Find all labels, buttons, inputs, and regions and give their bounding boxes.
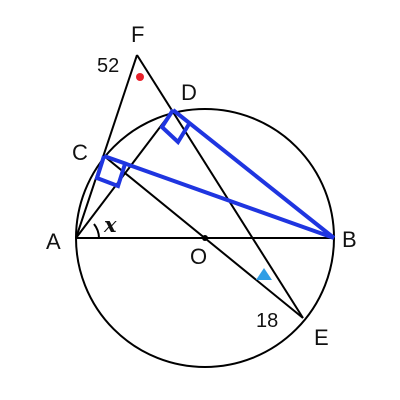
label-o: O [190,244,207,269]
red-dot-marker [136,73,144,81]
angle-label-e: 18 [256,310,278,332]
center-dot-o [202,235,208,241]
label-b: B [342,227,357,252]
angle-label-f: 52 [97,55,119,77]
triangle-marker [256,268,272,280]
line-fe [136,54,304,319]
right-angle-marker-d [159,108,191,146]
angle-x-arc [93,223,100,239]
right-angle-marker-c [94,155,127,189]
label-a: A [46,229,61,254]
label-f: F [131,22,144,47]
label-c: C [72,140,88,165]
label-e: E [314,325,329,350]
segment-db [171,108,336,240]
angle-label-x: x [103,212,117,237]
line-fa [75,54,138,239]
label-d: D [181,80,197,105]
line-ad [75,109,174,239]
segment-cb [103,154,335,240]
